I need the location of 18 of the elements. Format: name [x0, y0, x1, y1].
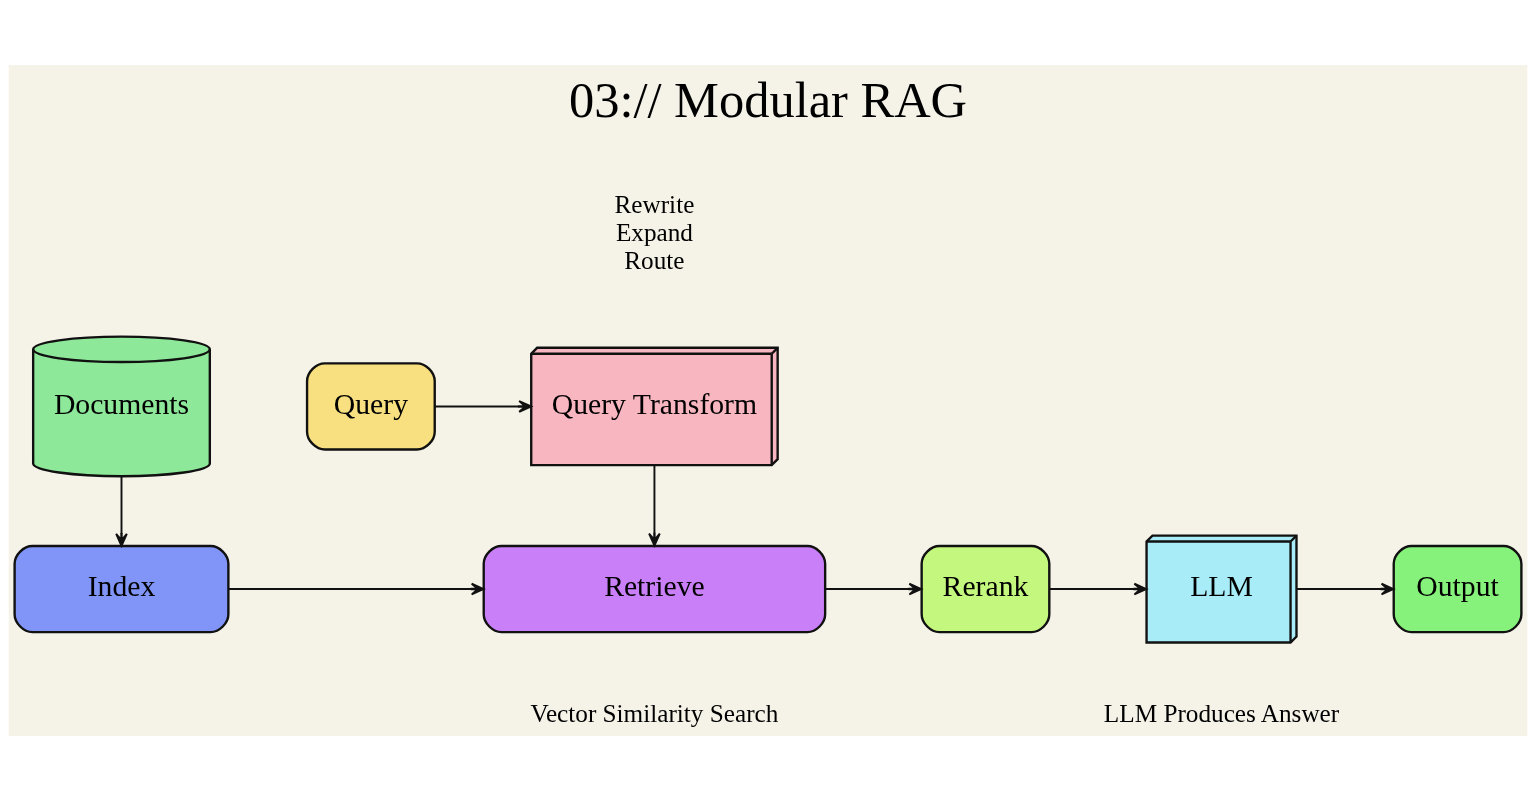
- arrow: [648, 463, 661, 546]
- arrow: [434, 399, 533, 413]
- node-label: Expand: [615, 218, 693, 246]
- arrow: [115, 474, 128, 547]
- node-label: Rewrite: [614, 190, 695, 218]
- arrow: [1048, 582, 1148, 595]
- node-label: LLM Produces Answer: [1103, 699, 1340, 727]
- arrow: [227, 582, 485, 595]
- node-label: Route: [624, 246, 685, 274]
- node-box: Output: [1392, 544, 1523, 633]
- arrow: [1295, 582, 1395, 595]
- node-box: Index: [13, 544, 230, 633]
- node-box: Retrieve: [482, 544, 827, 633]
- node-box: Rerank: [920, 544, 1051, 633]
- diagram-title: 03:// Modular RAG: [568, 71, 968, 128]
- node-box: Query: [305, 361, 436, 451]
- arrow: [824, 582, 923, 595]
- node-label: Vector Similarity Search: [530, 699, 779, 727]
